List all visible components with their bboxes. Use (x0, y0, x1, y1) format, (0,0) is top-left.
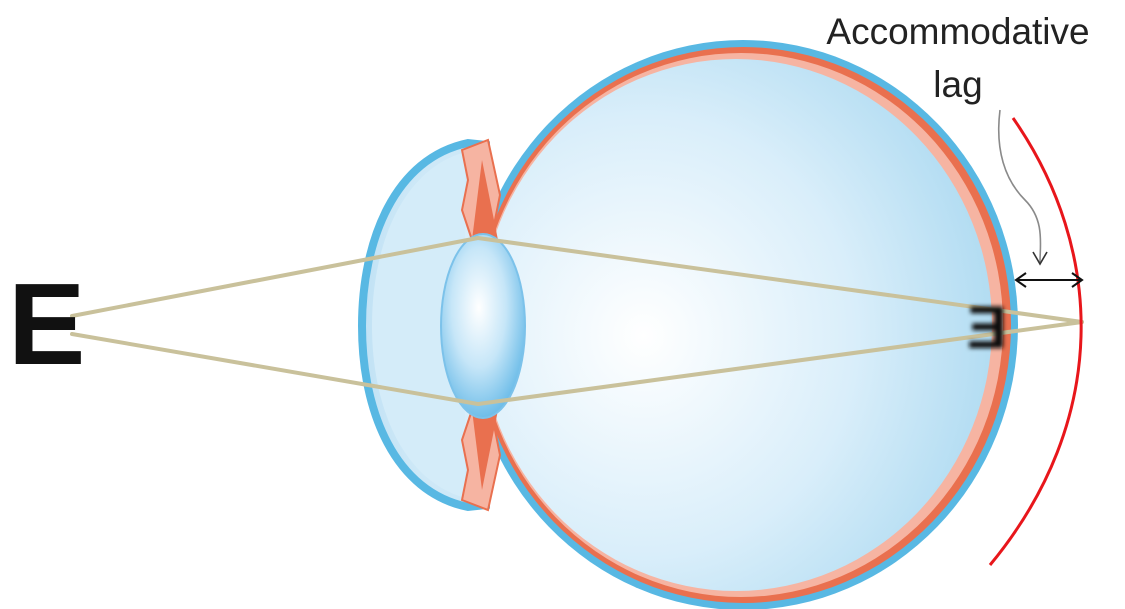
retinal-image: E (967, 294, 1007, 361)
vitreous-body (480, 59, 992, 591)
lag-double-arrow (1016, 273, 1082, 287)
annotation-label-line2: lag (933, 64, 982, 105)
crystalline-lens (441, 234, 525, 418)
annotation-label-line1: Accommodative (826, 11, 1089, 52)
retinal-image-letter: E (967, 294, 1007, 361)
target-letter: E (8, 259, 85, 389)
